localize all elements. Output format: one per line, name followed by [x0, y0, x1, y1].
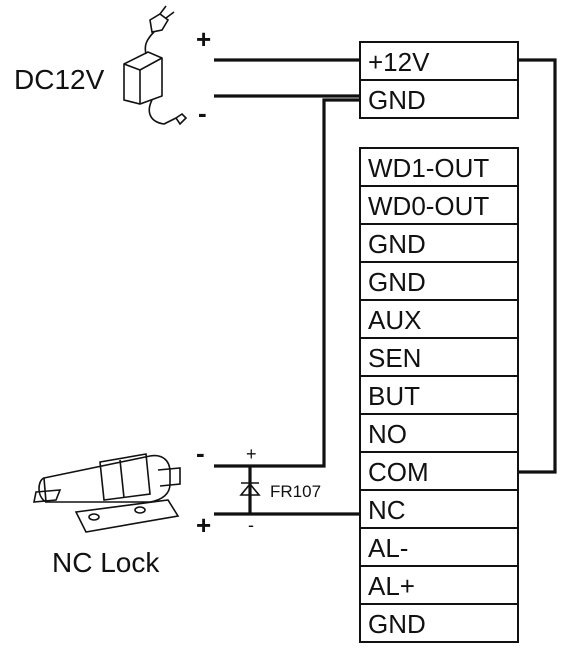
terminal-label-al-minus: AL- — [368, 533, 408, 563]
terminal-box — [359, 261, 519, 301]
diode-plus-sign: + — [246, 444, 257, 464]
terminal-label-com: COM — [368, 457, 429, 487]
lock-label: NC Lock — [52, 547, 160, 578]
terminal-box — [359, 451, 519, 491]
terminal-box — [359, 603, 519, 643]
terminal-box — [359, 223, 519, 263]
terminal-label-wd0-out: WD0-OUT — [368, 191, 489, 221]
terminal-label-but: BUT — [368, 381, 420, 411]
lock-plus-sign: + — [196, 510, 211, 540]
diode-minus-sign: - — [248, 515, 254, 535]
diode-symbol — [239, 466, 261, 514]
power-minus-sign: - — [198, 98, 207, 128]
terminal-label-gnd: GND — [368, 229, 426, 259]
terminal-box — [359, 489, 519, 529]
terminal-label-plus12v: +12V — [368, 47, 430, 77]
power-supply-label: DC12V — [14, 64, 105, 95]
terminal-box — [359, 413, 519, 453]
diode-label: FR107 — [270, 482, 321, 501]
terminal-label-wd1-out: WD1-OUT — [368, 153, 489, 183]
power-terminal-block: +12V GND — [359, 41, 519, 119]
terminal-label-aux: AUX — [368, 305, 421, 335]
terminal-label-sen: SEN — [368, 343, 421, 373]
terminal-label-gnd: GND — [368, 267, 426, 297]
lock-minus-sign: - — [196, 438, 205, 468]
wire-gnd-to-lock-minus — [214, 98, 360, 468]
lock-icon — [33, 453, 181, 533]
terminal-box — [359, 527, 519, 567]
terminal-label-al-plus: AL+ — [368, 571, 415, 601]
terminal-label-no: NO — [368, 419, 407, 449]
terminal-label-nc: NC — [368, 495, 406, 525]
terminal-box — [359, 337, 519, 377]
terminal-box — [359, 375, 519, 415]
power-plus-sign: + — [196, 24, 211, 54]
terminal-label-gnd-power: GND — [368, 85, 426, 115]
terminal-box — [359, 299, 519, 339]
wire-plus12v-to-com — [518, 58, 557, 474]
controller-terminal-block: WD1-OUT WD0-OUT GND GND AUX SEN BUT NO C… — [359, 147, 519, 643]
power-adapter-icon — [123, 5, 188, 126]
terminal-label-gnd: GND — [368, 609, 426, 639]
terminal-box — [359, 565, 519, 605]
